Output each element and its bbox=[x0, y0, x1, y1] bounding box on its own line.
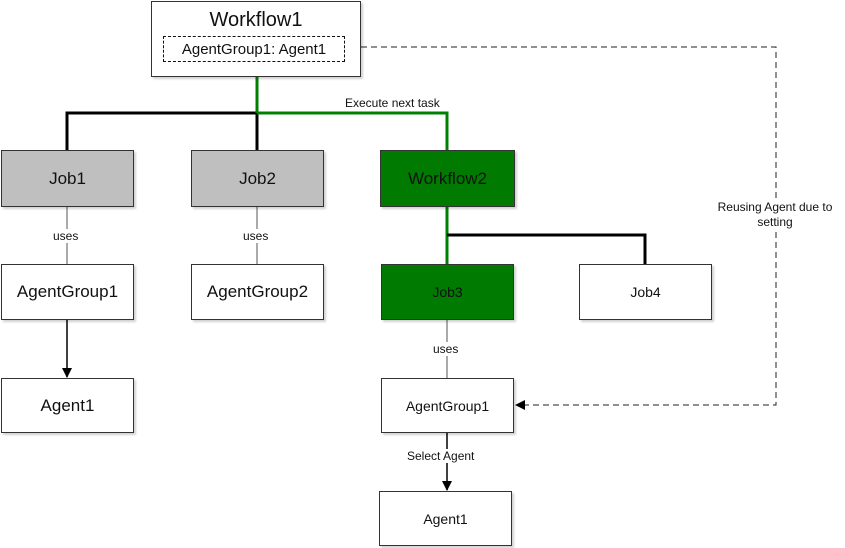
uses-label-job2: uses bbox=[243, 229, 269, 243]
agentgroup2-box: AgentGroup2 bbox=[191, 264, 324, 320]
agent1-right-label: Agent1 bbox=[423, 510, 468, 527]
workflow1-title: Workflow1 bbox=[209, 9, 303, 31]
agent-setting-box: AgentGroup1: Agent1 bbox=[163, 36, 345, 62]
job1-box: Job1 bbox=[1, 150, 134, 207]
job2-label: Job2 bbox=[239, 168, 276, 188]
job1-label: Job1 bbox=[49, 168, 86, 188]
agent1-right-box: Agent1 bbox=[379, 491, 512, 546]
uses-label-job3: uses bbox=[433, 342, 459, 356]
reusing-agent-note: Reusing Agent due to setting bbox=[712, 200, 838, 230]
workflow1-box: Workflow1 AgentGroup1: Agent1 bbox=[151, 1, 361, 77]
uses-label-job1: uses bbox=[53, 229, 79, 243]
agentgroup1-right-label: AgentGroup1 bbox=[405, 397, 490, 414]
workflow1-branch-lines bbox=[65, 111, 259, 150]
job4-box: Job4 bbox=[579, 264, 712, 320]
agent1-left-label: Agent1 bbox=[40, 395, 95, 415]
workflow2-label: Workflow2 bbox=[407, 168, 488, 188]
agent-setting-label: AgentGroup1: Agent1 bbox=[181, 40, 327, 58]
workflow2-branch-line bbox=[447, 233, 647, 264]
job3-box: Job3 bbox=[381, 264, 514, 320]
agentgroup1-right-box: AgentGroup1 bbox=[381, 378, 514, 433]
job3-label: Job3 bbox=[432, 284, 463, 300]
workflow2-box: Workflow2 bbox=[380, 150, 515, 207]
agentgroup2-label: AgentGroup2 bbox=[206, 282, 309, 301]
agentgroup1-left-label: AgentGroup1 bbox=[16, 282, 119, 301]
agent1-left-box: Agent1 bbox=[1, 378, 134, 433]
job4-label: Job4 bbox=[630, 284, 661, 300]
job2-box: Job2 bbox=[191, 150, 324, 207]
select-agent-label: Select Agent bbox=[407, 449, 475, 463]
execute-next-task-label: Execute next task bbox=[345, 96, 440, 110]
agentgroup1-left-box: AgentGroup1 bbox=[1, 264, 134, 320]
